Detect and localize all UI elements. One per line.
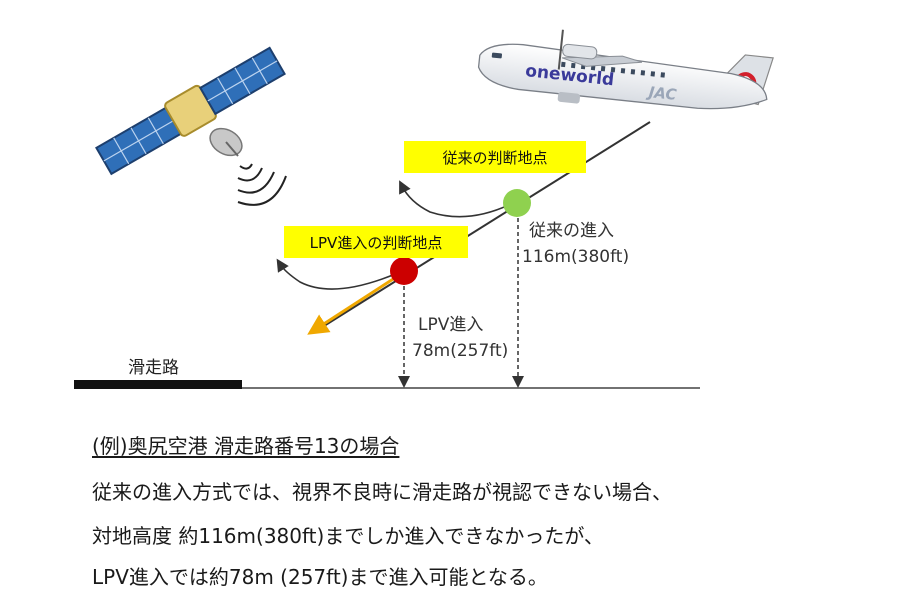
lpv-point-label: LPV進入の判断地点 — [310, 234, 443, 252]
lpv-approach-label: LPV進入 — [418, 315, 483, 335]
traditional-approach-height: 116m(380ft) — [522, 247, 629, 267]
aircraft-tail-text: JAC — [645, 83, 677, 104]
traditional-go-around-arrow — [399, 180, 516, 218]
traditional-point-label: 従来の判断地点 — [442, 149, 547, 167]
lpv-decision-point — [390, 257, 418, 285]
caption-line-3: LPV進入では約78m (257ft)まで進入可能となる。 — [92, 565, 548, 589]
runway-bar — [74, 380, 242, 389]
lpv-approach-arrow — [307, 270, 405, 335]
caption-heading: (例)奥尻空港 滑走路番号13の場合 — [92, 434, 400, 458]
signal-waves-icon — [237, 163, 287, 206]
caption-line-2: 対地高度 約116m(380ft)までしか進入できなかったが、 — [92, 524, 604, 548]
caption-line-1: 従来の進入方式では、視界不良時に滑走路が視認できない場合、 — [92, 480, 672, 504]
lpv-go-around-arrow — [276, 258, 401, 290]
lpv-point-callout — [284, 226, 468, 258]
satellite-icon — [95, 46, 287, 206]
airplane-icon: oneworld JAC — [477, 29, 774, 110]
lpv-approach-height: 78m(257ft) — [412, 341, 508, 361]
approach-path-line — [315, 121, 651, 332]
traditional-decision-point — [503, 189, 531, 217]
approach-diagram: oneworld JAC 滑走路 従来の判断地点 LPV進入の判断地点 従来の進… — [74, 29, 774, 389]
traditional-point-callout — [404, 141, 586, 173]
runway-label: 滑走路 — [128, 358, 179, 378]
traditional-approach-label: 従来の進入 — [529, 221, 614, 241]
